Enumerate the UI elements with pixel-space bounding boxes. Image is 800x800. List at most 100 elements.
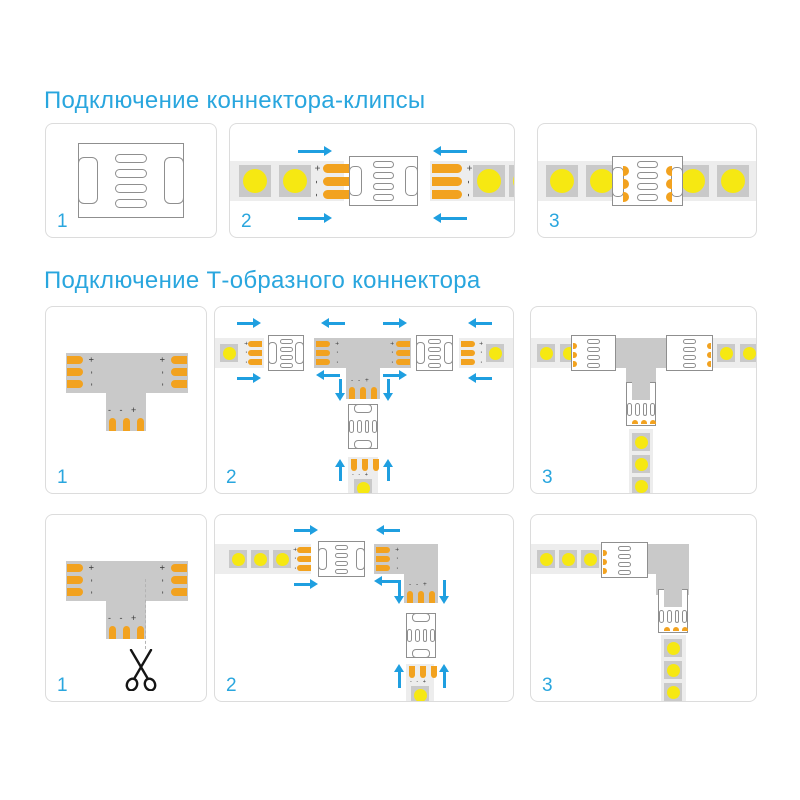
connector-slot bbox=[618, 553, 631, 559]
connector-slot bbox=[627, 402, 632, 416]
arrow-up-icon bbox=[335, 459, 345, 481]
minus-label: - bbox=[333, 360, 341, 363]
arrow-up-icon bbox=[383, 459, 393, 481]
arrow-up-icon bbox=[439, 664, 449, 688]
clip-tab-right bbox=[356, 548, 365, 570]
led-chip bbox=[537, 550, 555, 568]
minus-label: - bbox=[157, 591, 168, 594]
clip-tab-bottom bbox=[412, 649, 430, 658]
connector-slot bbox=[279, 338, 293, 344]
contact-pads bbox=[409, 666, 415, 678]
minus-label: - bbox=[333, 351, 341, 354]
connector-slot bbox=[683, 362, 696, 368]
led-chip bbox=[229, 550, 247, 568]
panel-clip-step1: 1 bbox=[45, 123, 217, 238]
panel-tee-step2: + - - + - - + - - - - + bbox=[214, 306, 514, 494]
led-chip bbox=[486, 344, 504, 362]
clip-connector bbox=[318, 541, 365, 577]
clip-tab-left bbox=[268, 342, 277, 364]
minus-label: - bbox=[242, 360, 250, 363]
clip-connector bbox=[416, 335, 453, 371]
polarity-row-label: - - + bbox=[108, 405, 140, 415]
connector-slot bbox=[428, 362, 441, 368]
panel-clip-step2: + - - + - - 2 bbox=[229, 123, 515, 238]
connector-slot bbox=[618, 561, 631, 567]
connector-slot bbox=[642, 402, 648, 416]
connector-slot bbox=[349, 420, 354, 433]
plus-label: + bbox=[333, 341, 341, 346]
contact-pads bbox=[171, 356, 187, 364]
contact-pads bbox=[171, 564, 187, 572]
polarity-labels: + - - bbox=[157, 563, 168, 597]
led-chip bbox=[717, 344, 735, 362]
plus-label: + bbox=[157, 356, 168, 363]
polarity-row-label: - - + bbox=[352, 472, 370, 478]
contact-pads bbox=[67, 356, 83, 364]
arrow-right-icon bbox=[298, 213, 332, 223]
connector-slot bbox=[587, 338, 600, 344]
connector-slot bbox=[335, 568, 348, 574]
polarity-labels: + - - bbox=[311, 163, 322, 200]
pad-bump bbox=[623, 166, 629, 176]
contact-pads bbox=[351, 459, 357, 471]
clip-slots bbox=[613, 157, 682, 205]
connector-slot bbox=[637, 161, 658, 168]
arrow-down-icon bbox=[394, 580, 404, 604]
minus-label: - bbox=[157, 578, 168, 582]
contact-pads bbox=[323, 164, 353, 173]
plus-label: + bbox=[157, 564, 168, 571]
clip-tab-left bbox=[78, 157, 98, 204]
pad-bump bbox=[664, 627, 670, 631]
step-number: 3 bbox=[549, 211, 560, 232]
connector-slot bbox=[115, 153, 147, 163]
ell-connector-leg bbox=[656, 544, 689, 595]
arrow-left-icon bbox=[316, 370, 340, 380]
clip-connector-mounted bbox=[571, 335, 616, 371]
clip-slots bbox=[349, 405, 377, 448]
polarity-row-label: - - + bbox=[108, 613, 140, 623]
led-chip bbox=[220, 344, 238, 362]
minus-label: - bbox=[477, 351, 485, 354]
panel-ell-step2: + - - + - - - - + - - + bbox=[214, 514, 514, 702]
pad-bump bbox=[603, 550, 607, 556]
pad-bump bbox=[707, 343, 711, 349]
connector-slot bbox=[335, 560, 348, 566]
arrow-right-icon bbox=[383, 318, 407, 328]
clip-tab-left bbox=[416, 342, 425, 364]
minus-label: - bbox=[86, 591, 97, 594]
arrow-right-icon bbox=[298, 146, 332, 156]
pad-bump bbox=[666, 166, 672, 176]
polarity-row-label: - - + bbox=[410, 679, 428, 685]
pad-bump bbox=[573, 343, 577, 349]
arrow-left-icon bbox=[468, 373, 492, 383]
polarity-labels: + - - bbox=[477, 340, 485, 365]
minus-label: - bbox=[463, 193, 474, 197]
connector-slot bbox=[364, 420, 370, 433]
connector-slot bbox=[115, 168, 147, 178]
connector-slot bbox=[637, 172, 658, 179]
connector-slot bbox=[428, 338, 441, 344]
plus-label: + bbox=[477, 341, 485, 346]
minus-label: - bbox=[291, 566, 299, 569]
clip-connector-mounted bbox=[601, 542, 648, 578]
step-number: 2 bbox=[241, 211, 252, 232]
clip-tab-top bbox=[354, 404, 372, 413]
minus-label: - bbox=[463, 179, 474, 184]
clip-connector bbox=[78, 143, 184, 218]
arrow-right-icon bbox=[294, 579, 318, 589]
step-number: 2 bbox=[226, 675, 237, 696]
minus-label: - bbox=[86, 370, 97, 374]
clip-slots bbox=[269, 336, 303, 370]
led-chip bbox=[632, 433, 650, 451]
plus-label: + bbox=[388, 341, 396, 346]
panel-tee-step1: + - - + - - - - + 1 bbox=[45, 306, 207, 494]
clip-connector-vertical bbox=[348, 404, 378, 449]
connector-slot bbox=[422, 629, 428, 642]
connector-slot bbox=[637, 194, 658, 201]
connector-slot bbox=[683, 346, 696, 352]
connector-slot bbox=[659, 609, 664, 623]
connector-slot bbox=[674, 609, 680, 623]
contact-pads bbox=[376, 547, 390, 553]
minus-label: - bbox=[393, 566, 401, 569]
